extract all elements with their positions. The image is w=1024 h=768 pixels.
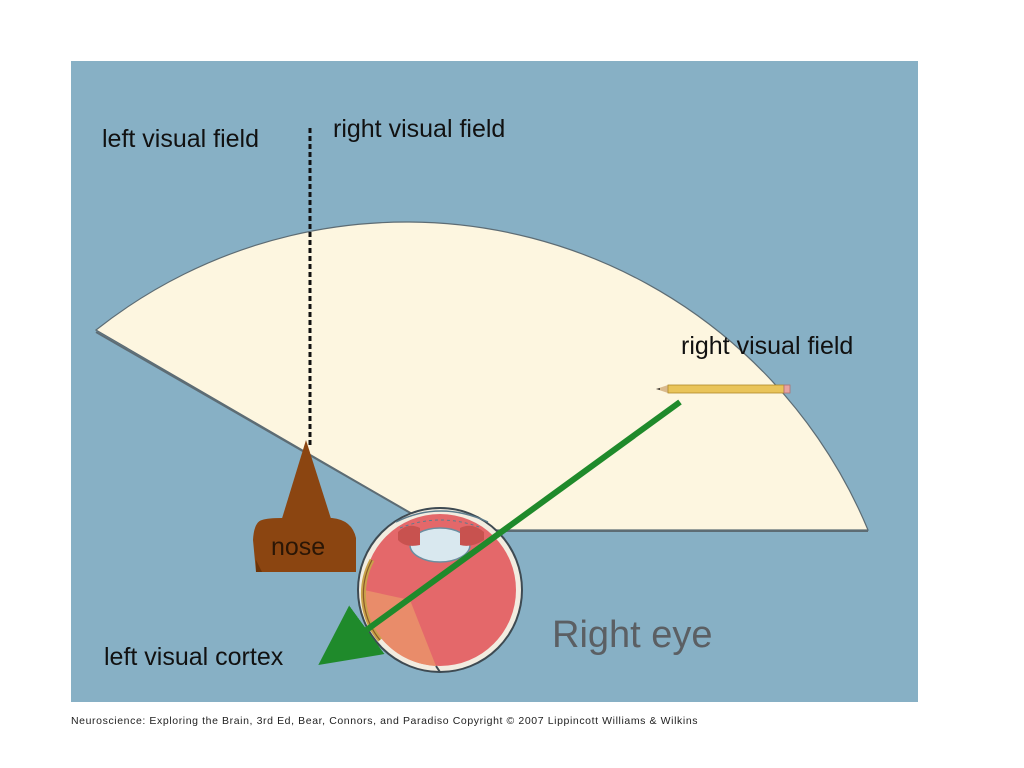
visual-field-fan xyxy=(94,221,869,531)
right-visual-field-top-label: right visual field xyxy=(333,115,506,143)
copyright-credit: Neuroscience: Exploring the Brain, 3rd E… xyxy=(71,715,699,727)
pencil-icon xyxy=(656,384,791,394)
right-eye-label: Right eye xyxy=(552,614,713,656)
right-visual-field-mid-label: right visual field xyxy=(681,332,854,360)
left-visual-field-label: left visual field xyxy=(102,125,260,153)
nose-label: nose xyxy=(271,533,326,561)
nose-shape xyxy=(253,440,356,572)
left-visual-cortex-label: left visual cortex xyxy=(104,643,284,671)
visual-field-edge xyxy=(95,331,441,531)
visual-pathway-arrow xyxy=(318,399,682,666)
